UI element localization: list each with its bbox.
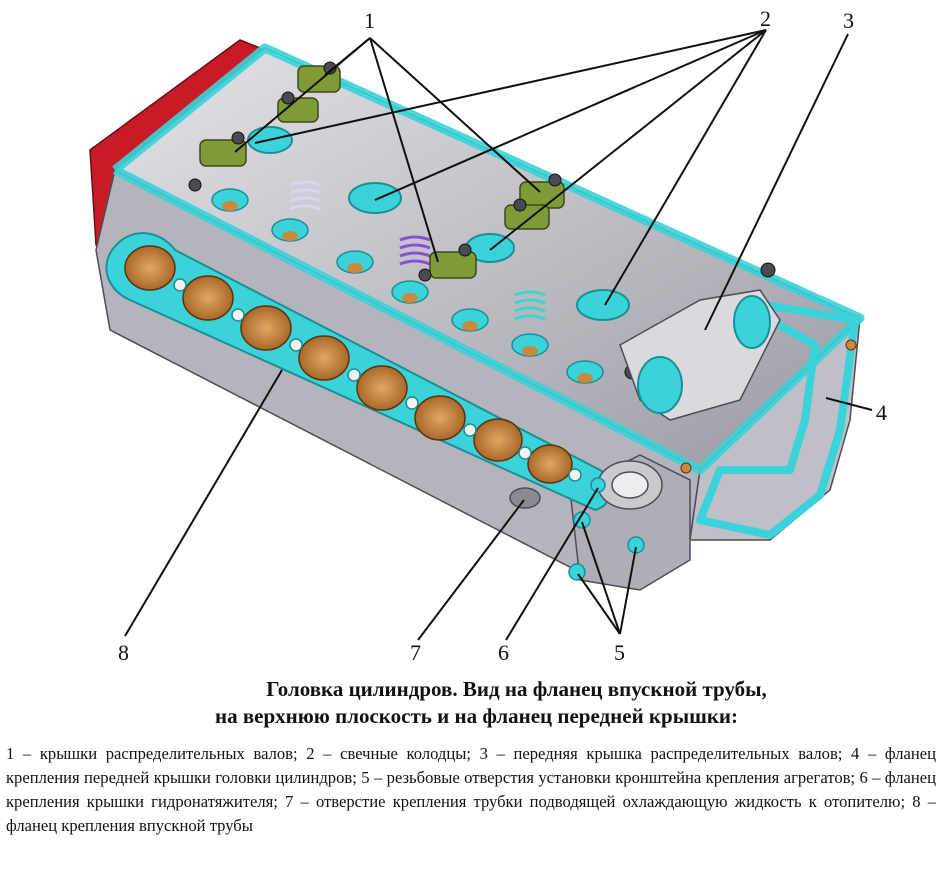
- top-plane-rim: [112, 43, 865, 475]
- intake-port: [298, 335, 350, 381]
- valve-springs: [289, 180, 546, 321]
- intake-port: [182, 275, 234, 321]
- figure-caption: Головка цилиндров. Вид на фланец впускно…: [0, 676, 943, 730]
- valve-pockets: [211, 188, 604, 384]
- camshaft-cap: [199, 139, 247, 167]
- legend: 1 – крышки распределительных валов; 2 – …: [6, 742, 936, 838]
- camshaft-cap: [429, 251, 477, 279]
- legend-item-3: 3 – передняя крышка распредели­тельных в…: [479, 744, 843, 763]
- callout-7: 7: [410, 640, 421, 665]
- legend-item-7: 7 – отверстие крепления трубки подводяще…: [285, 792, 906, 811]
- legend-item-6: 6 – фланец крепления крышки гидронатяжит…: [6, 768, 936, 811]
- intake-port: [240, 305, 292, 351]
- intake-port: [527, 444, 573, 484]
- callout-2: 2: [760, 6, 771, 31]
- intake-port: [356, 365, 408, 411]
- dowel-pins: [680, 339, 857, 474]
- legend-item-2: 2 – свечные колодцы;: [306, 744, 472, 763]
- spark-plug-well: [576, 289, 630, 321]
- cylinder-head-illustration: 1 2 3 4 5 6 7 8: [89, 6, 887, 665]
- intake-port: [473, 418, 523, 462]
- callout-8: 8: [118, 640, 129, 665]
- leader-lines: [124, 29, 873, 641]
- intake-port: [414, 395, 466, 441]
- camshaft-caps: [199, 65, 565, 279]
- legend-item-8: 8 – фланец крепления впускной трубы: [6, 792, 937, 835]
- callout-3: 3: [843, 8, 854, 33]
- callout-1: 1: [364, 8, 375, 33]
- callout-labels: 1 2 3 4 5 6 7 8: [118, 6, 887, 665]
- callout-4: 4: [876, 400, 887, 425]
- caption-line-1: Головка цилиндров. Вид на фланец впускно…: [266, 677, 767, 701]
- callout-6: 6: [498, 640, 509, 665]
- caption-line-2: на верхнюю плоскость и на фланец передне…: [214, 704, 739, 728]
- spark-plug-well: [348, 182, 402, 214]
- intake-flange: [105, 232, 612, 512]
- front-camshaft-cover: [619, 289, 781, 421]
- bracket-threaded-holes: [568, 511, 645, 581]
- heater-pipe-hole: [509, 487, 541, 509]
- legend-item-1: 1 – крышки распределительных валов;: [6, 744, 298, 763]
- legend-item-4: 4 – фланец крепления передней крышки гол…: [6, 744, 937, 787]
- intake-port: [124, 245, 176, 291]
- tensioner-flange: [590, 460, 663, 510]
- callout-5: 5: [614, 640, 625, 665]
- legend-item-5: 5 – резьбовые отверстия установки кроншт…: [361, 768, 856, 787]
- front-cover-flange: [696, 296, 859, 539]
